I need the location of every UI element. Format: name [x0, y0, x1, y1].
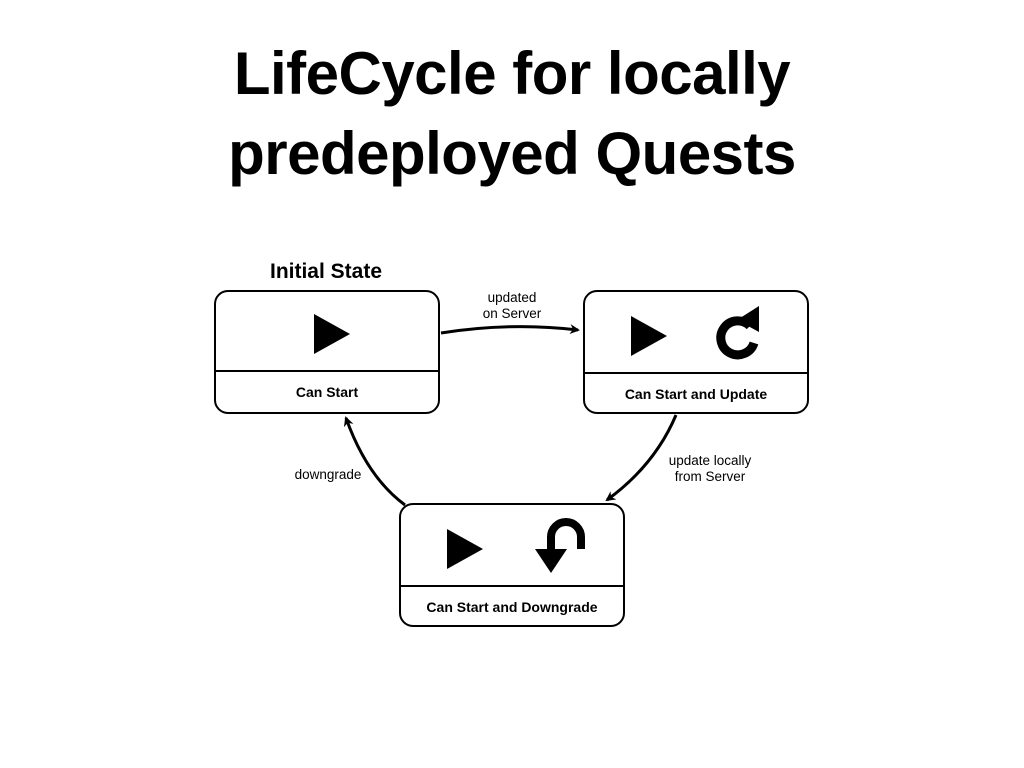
play-icon: [447, 529, 483, 569]
refresh-icon: [716, 306, 759, 360]
state-caption-can-start: Can Start: [295, 384, 359, 400]
play-icon: [631, 316, 667, 356]
transition-label-line: update locally: [668, 453, 752, 468]
state-can-start: Can Start: [214, 290, 440, 414]
state-caption-can-start-update: Can Start and Update: [624, 386, 768, 402]
arrow-downgrade: [343, 416, 406, 507]
arrow-updated-on-server: [440, 324, 580, 335]
transition-label-downgrade: downgrade: [286, 467, 370, 483]
play-icon: [314, 314, 350, 354]
transition-label-updated-on-server: updated on Server: [462, 290, 562, 322]
state-divider: [585, 372, 807, 374]
transition-label-line: downgrade: [294, 467, 362, 482]
transition-label-line: updated: [487, 290, 537, 305]
title-line-1: LifeCycle for locally: [233, 40, 791, 107]
undo-arrow-icon: [535, 518, 585, 573]
state-divider: [401, 585, 623, 587]
state-can-start-downgrade: Can Start and Downgrade: [399, 503, 625, 627]
transition-label-update-locally: update locally from Server: [652, 453, 768, 485]
page-title: LifeCycle for locally predeployed Quests: [0, 34, 1024, 194]
transition-label-line: on Server: [482, 306, 542, 321]
state-divider: [216, 370, 438, 372]
title-line-2: predeployed Quests: [228, 120, 796, 187]
state-caption-can-start-downgrade: Can Start and Downgrade: [426, 599, 598, 615]
arrow-update-locally: [605, 414, 678, 502]
initial-state-label: Initial State: [269, 260, 383, 283]
state-can-start-update: Can Start and Update: [583, 290, 809, 414]
transition-label-line: from Server: [674, 469, 746, 484]
